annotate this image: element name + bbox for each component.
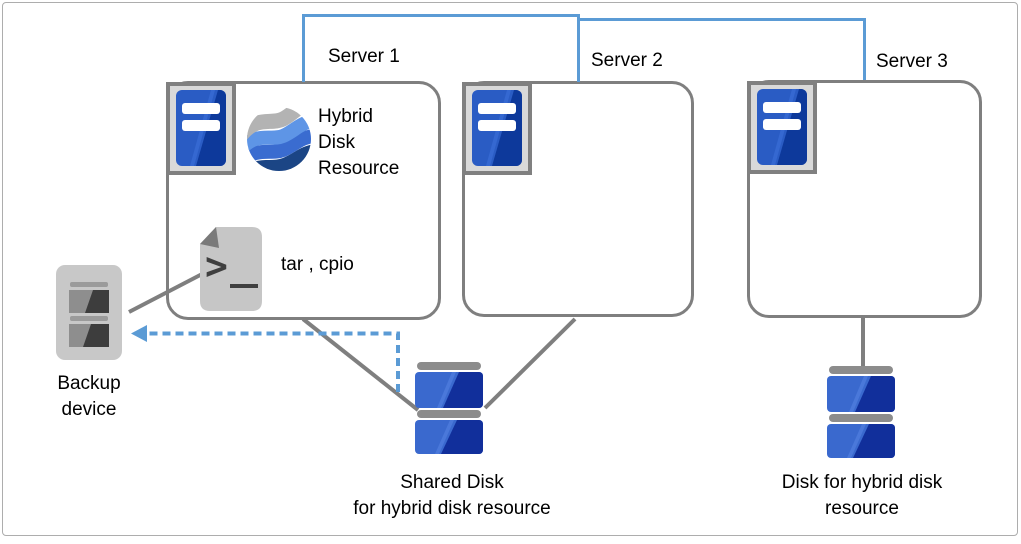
shared-disk-label: Shared Disk for hybrid disk resource [353,472,551,519]
script-icon: > [200,227,262,311]
backup-commands-label: tar , cpio [281,254,354,275]
backup-device-icon [56,265,122,360]
line-server2-shared-disk [483,317,577,410]
server2-label: Server 2 [591,50,663,71]
script-prompt-glyph: > [205,244,228,288]
hybrid-disk-icon [827,366,895,458]
hybrid-disk-resource-icon [247,107,311,171]
backup-flow-dashed-line [147,331,400,392]
server1-icon [166,82,236,175]
hybrid-disk-label: Disk for hybrid disk resource [781,472,943,519]
server1-label: Server 1 [328,46,400,67]
server3-icon [747,81,817,174]
shared-disk-icon [415,362,483,454]
server2-icon [462,82,532,175]
server3-label: Server 3 [876,51,948,72]
hybrid-disk-resource-label: Hybrid Disk Resource [318,106,400,179]
line-server1-shared-disk [301,317,420,412]
backup-flow-arrowhead-icon [131,325,147,342]
backup-device-label: Backup device [57,373,121,420]
